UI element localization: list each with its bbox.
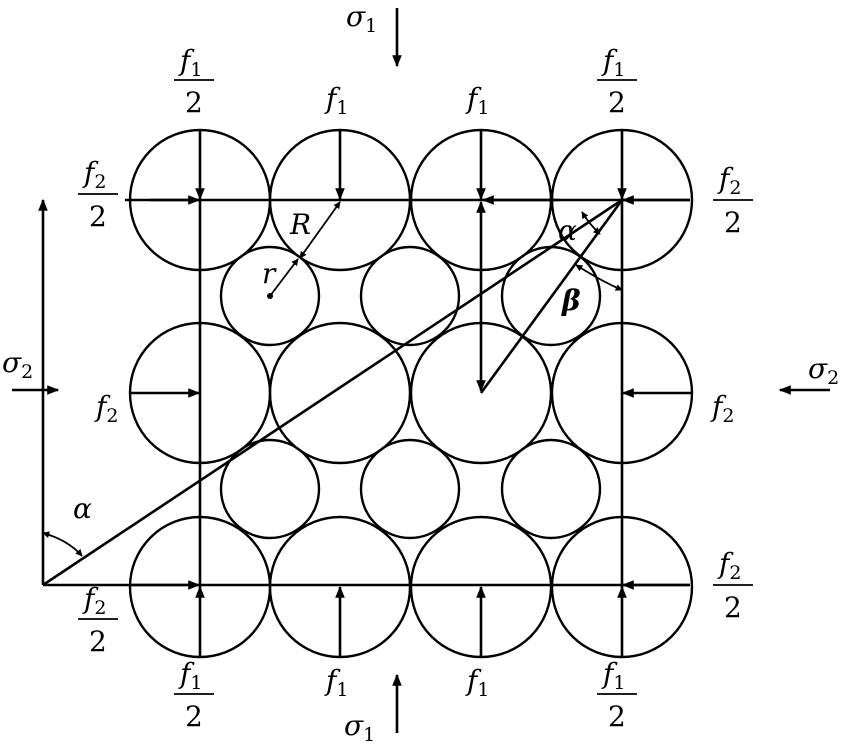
radius-r-arrow [269,258,299,297]
beta-arc [575,264,623,291]
frac-den: 2 [89,200,107,233]
f1-bottom-label: f1 [324,664,348,701]
frac-den: 2 [89,625,107,658]
alpha-arc-bottom [42,531,83,557]
frac-den: 2 [185,700,203,733]
f2-middle-right-label: f2 [710,390,734,427]
alpha-top-label: α [558,214,577,247]
sigma2-right-label: σ2 [808,352,839,389]
fraction-f2-half-bottom-right: f2 2 [713,547,753,624]
diagonal-line [42,198,623,587]
sigma1-bottom-label: σ1 [344,709,375,745]
alpha-bottom-label: α [73,492,92,525]
frac-den: 2 [724,206,742,239]
small-particle [219,438,321,540]
frac-num: f2 [82,156,106,193]
f1-bottom-label: f1 [465,664,489,701]
alpha-arc-top [581,211,601,235]
fraction-f1-half-top-right: f1 2 [597,44,637,119]
frac-den: 2 [608,700,626,733]
radius-R-label: R [289,208,311,241]
frac-num: f1 [601,657,625,694]
frac-den: 2 [724,591,742,624]
frac-den: 2 [185,86,203,119]
small-particle [219,245,321,347]
f1-top-label: f1 [324,82,348,119]
small-centre-dot [267,293,273,299]
fraction-f1-half-top-left: f1 2 [174,44,214,119]
f1-top-label: f1 [465,82,489,119]
sigma2-left-label: σ2 [2,346,33,383]
beta-label: β [561,284,581,317]
fraction-f1-half-bottom-left: f1 2 [174,657,214,733]
frac-num: f1 [178,44,202,81]
fraction-f2-half-bottom-left: f2 2 [78,582,118,658]
frac-num: f2 [717,547,741,584]
radius-r-label: r [262,257,277,290]
small-particle [500,438,602,540]
large-particle [268,321,412,465]
sigma1-top-label: σ1 [346,0,377,37]
fraction-f2-half-top-right: f2 2 [713,162,753,239]
frac-num: f2 [717,162,741,199]
frac-num: f1 [178,657,202,694]
fraction-f2-half-top-left: f2 2 [78,156,118,233]
cell-frame [125,198,690,587]
radius-R-arrow [299,201,341,259]
small-particle [359,245,461,347]
small-particle [359,438,461,540]
f2-middle-left-label: f2 [94,390,118,427]
frac-num: f2 [82,582,106,619]
small-particles [219,245,602,540]
frac-den: 2 [608,86,626,119]
fraction-f1-half-bottom-right: f1 2 [597,657,637,733]
frac-num: f1 [601,44,625,81]
